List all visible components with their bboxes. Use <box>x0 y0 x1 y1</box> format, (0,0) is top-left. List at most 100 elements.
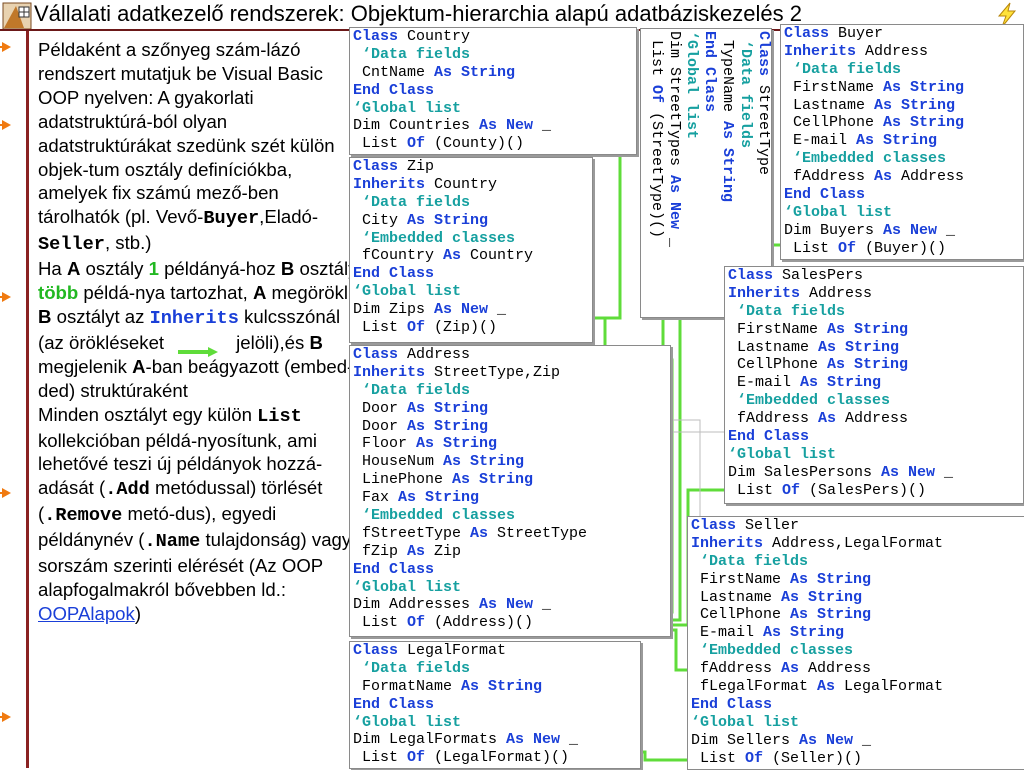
code-line: FirstName As String <box>784 79 1020 97</box>
code-token: E-mail <box>691 624 764 642</box>
code-token: ‘Embedded classes <box>353 507 516 525</box>
one-highlight: 1 <box>148 258 159 280</box>
code-line: Dim Zips As New _ <box>353 301 589 319</box>
code-line: Lastname As String <box>691 589 1021 607</box>
code-token: End Class <box>701 31 719 113</box>
code-token: Of <box>407 319 426 337</box>
code-token: As New <box>434 301 489 319</box>
text: metó-dus), egyedi példánynév ( <box>38 503 277 551</box>
code-token: Class <box>728 267 774 284</box>
code-token: fLegalFormat <box>691 678 818 696</box>
code-token: List <box>353 749 408 767</box>
code-line: Door As String <box>353 418 667 436</box>
code-token: fZip <box>353 542 408 560</box>
code-token: CellPhone <box>728 356 828 374</box>
streettype-code: Class StreetType ‘Data fields TypeName A… <box>647 31 772 247</box>
code-token: Class <box>353 642 399 659</box>
code-line: CellPhone As String <box>728 356 1020 374</box>
code-token: As <box>470 524 489 542</box>
code-token: Of <box>407 614 426 632</box>
code-token: _ <box>533 117 552 135</box>
code-token: As <box>818 410 837 428</box>
code-line: ‘Global list <box>353 283 589 301</box>
code-line: Lastname As String <box>728 339 1020 357</box>
code-token: As New <box>665 175 683 230</box>
code-line: ‘Global list <box>353 579 667 597</box>
code-line: Door As String <box>353 400 667 418</box>
code-token: As String <box>827 320 909 338</box>
code-line: Class StreetType <box>754 31 772 247</box>
code-token: ‘Embedded classes <box>784 150 947 168</box>
code-line: Inherits Address <box>784 43 1020 61</box>
logo-icon <box>2 2 32 30</box>
more-highlight: több <box>38 282 79 304</box>
code-line: Inherits Country <box>353 176 589 194</box>
code-line: CellPhone As String <box>784 114 1020 132</box>
code-token: As <box>817 678 836 696</box>
code-line: End Class <box>700 31 718 247</box>
text: , stb.) <box>104 232 152 254</box>
code-token: Dim Zips <box>353 301 435 319</box>
code-token: As <box>407 542 426 560</box>
connector-seller-address <box>668 628 688 672</box>
code-line: FormatName As String <box>353 678 637 696</box>
code-line: fStreetType As StreetType <box>353 525 667 543</box>
code-line: Dim Sellers As New _ <box>691 732 1021 750</box>
text: metódussal) törlését ( <box>38 477 323 525</box>
code-line: City As String <box>353 212 589 230</box>
code-token: FormatName <box>353 677 462 695</box>
code-token: ‘Data fields <box>353 659 471 677</box>
code-token: List <box>728 481 783 499</box>
code-token: Lastname <box>784 96 875 114</box>
code-token: ‘Global list <box>353 578 462 596</box>
text: megörökli <box>266 282 353 304</box>
code-token: FirstName <box>728 320 828 338</box>
code-token: LegalFormat <box>835 678 944 696</box>
code-token: ‘Embedded classes <box>353 229 516 247</box>
code-token: As String <box>407 211 489 229</box>
code-line: ‘Data fields <box>736 31 754 247</box>
code-line: Class Buyer <box>784 25 1020 43</box>
code-token: Buyer <box>829 25 884 42</box>
code-line: FirstName As String <box>691 571 1021 589</box>
code-token: ‘Global list <box>683 31 701 140</box>
code-line: Lastname As String <box>784 97 1020 115</box>
code-line: End Class <box>691 696 1021 714</box>
code-name: .Name <box>144 531 201 553</box>
code-token: Class <box>755 31 772 77</box>
code-token: CellPhone <box>691 606 791 624</box>
code-token: Of <box>407 135 426 153</box>
code-token: fStreetType <box>353 524 471 542</box>
code-token: As String <box>398 489 480 507</box>
code-token: ‘Data fields <box>353 381 471 399</box>
code-token: ‘Global list <box>784 203 893 221</box>
code-token: List <box>353 135 408 153</box>
code-token: As String <box>790 606 872 624</box>
code-line: E-mail As String <box>728 374 1020 392</box>
code-token: List <box>353 614 408 632</box>
code-token: As String <box>827 356 909 374</box>
code-token: ‘Embedded classes <box>691 642 854 660</box>
code-line: ‘Data fields <box>353 382 667 400</box>
code-token: As String <box>443 453 525 471</box>
oop-link[interactable]: OOPAlapok <box>38 602 135 624</box>
code-token: StreetType,Zip <box>425 363 561 381</box>
code-token: Address,LegalFormat <box>763 534 944 552</box>
text: kollekcióban példá-nyosítunk, ami lehető… <box>38 429 323 499</box>
code-line: Inherits Address,LegalFormat <box>691 535 1021 553</box>
code-token: Class <box>691 517 737 534</box>
code-token: As String <box>883 114 965 132</box>
code-token: End Class <box>353 560 435 578</box>
code-token: ‘Global list <box>353 713 462 731</box>
code-line: Dim StreetTypes As New _ <box>665 31 683 247</box>
code-token: Dim Buyers <box>784 221 884 239</box>
code-token: As String <box>883 78 965 96</box>
text: jelöli),és <box>236 331 310 353</box>
code-line: List Of (Address)() <box>353 614 667 632</box>
code-line: E-mail As String <box>784 132 1020 150</box>
code-token: Country <box>461 247 534 265</box>
code-line: End Class <box>353 696 637 714</box>
class-b: B <box>309 331 323 353</box>
code-line: Class Seller <box>691 517 1021 535</box>
